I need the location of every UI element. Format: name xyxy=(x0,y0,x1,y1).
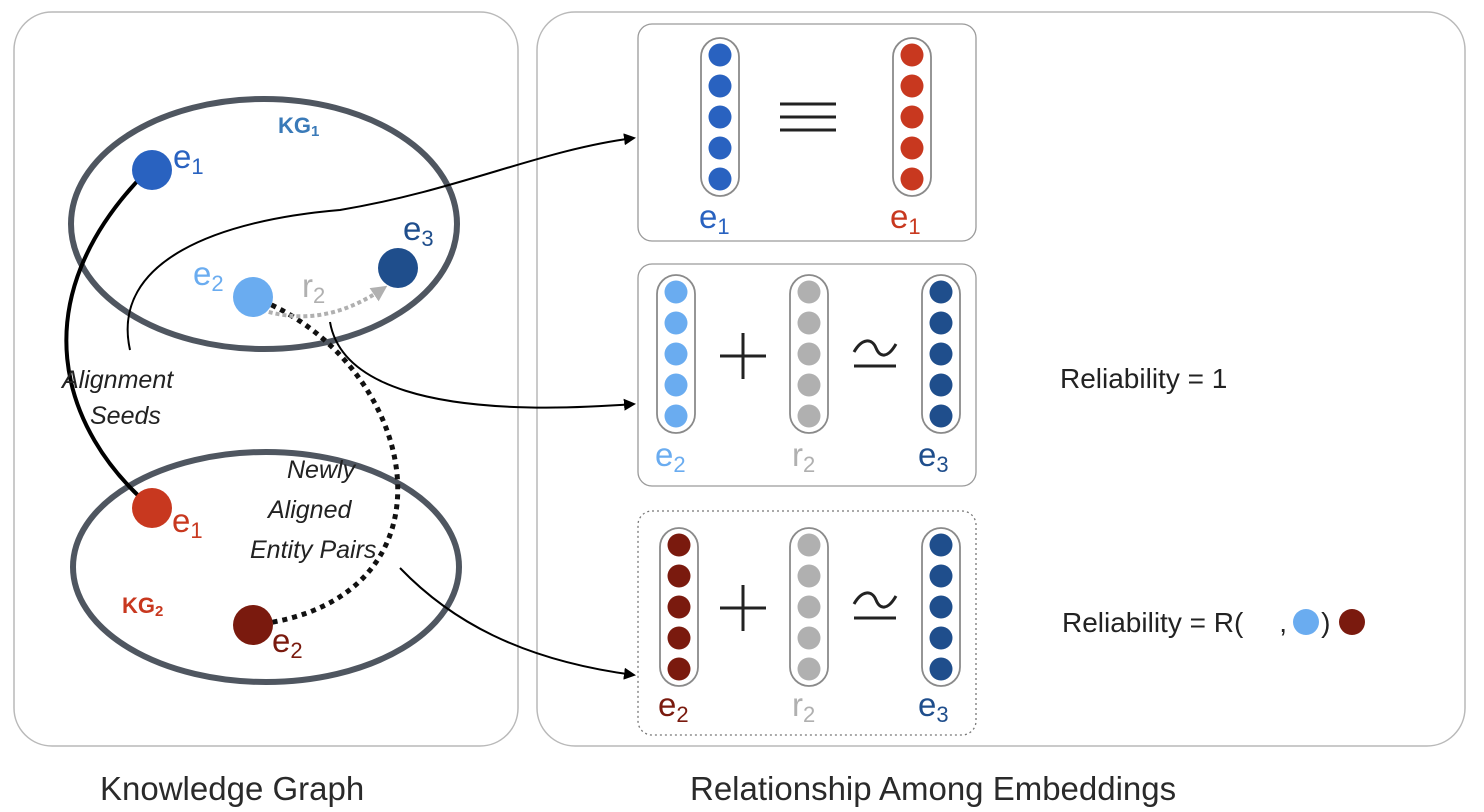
kg1-entity-e1-node xyxy=(132,150,172,190)
vector-kg1-e2-row2-dot xyxy=(664,280,688,304)
vector-e3-row2-dot xyxy=(929,404,953,428)
kg1-ellipse xyxy=(68,96,460,352)
vector-e3-row3-dot xyxy=(929,595,953,619)
emb-e3-label-row2: e3 xyxy=(918,436,949,477)
kg1-r2-label: r2 xyxy=(302,267,325,308)
vector-r2-row2-dot xyxy=(797,311,821,335)
kg2-label: KG2 xyxy=(122,593,163,620)
vector-kg1-e2-row2-dot xyxy=(664,404,688,428)
approx-symbol-row2 xyxy=(852,339,898,368)
vector-kg1-e1-dot xyxy=(708,43,732,67)
kg1-entity-e2-node xyxy=(233,277,273,317)
vector-e3-row3-dot xyxy=(929,626,953,650)
caption-relationship-embeddings: Relationship Among Embeddings xyxy=(690,770,1176,807)
vector-e3-row2-dot xyxy=(929,280,953,304)
kg1-label: KG1 xyxy=(278,113,319,140)
alignment-seed-link xyxy=(64,170,154,510)
vector-r2-row2-dot xyxy=(797,404,821,428)
caption-knowledge-graph: Knowledge Graph xyxy=(100,770,364,807)
kg2-e2-label: e2 xyxy=(272,622,303,663)
alignment-seeds-line2: Seeds xyxy=(90,402,161,430)
vector-r2-row3-dot xyxy=(797,657,821,681)
kg2-e1-label: e1 xyxy=(172,502,203,543)
vector-r2-row3-dot xyxy=(797,595,821,619)
vector-r2-row2-dot xyxy=(797,373,821,397)
emb-kg2-e1-label: e1 xyxy=(890,198,921,239)
knowledge-graph-panel xyxy=(13,11,519,747)
emb-kg1-e1-label: e1 xyxy=(699,198,730,239)
vector-r2-row2-dot xyxy=(797,342,821,366)
vector-kg2-e2-row3-dot xyxy=(667,626,691,650)
arrow-to-box-2 xyxy=(329,321,636,411)
equivalence-symbol xyxy=(780,102,836,132)
vector-e3-row3-dot xyxy=(929,564,953,588)
emb-kg2-e2-label: e2 xyxy=(658,686,689,727)
newly-aligned-line2: Aligned xyxy=(266,496,352,524)
arrow-to-box-3 xyxy=(399,567,636,680)
emb-e3-label-row3: e3 xyxy=(918,686,949,727)
emb-r2-label-row2: r2 xyxy=(792,436,815,477)
vector-kg1-e1-dot xyxy=(708,105,732,129)
emb-kg1-e2-label: e2 xyxy=(655,436,686,477)
vector-kg2-e1-dot xyxy=(900,43,924,67)
vector-r2-row2-dot xyxy=(797,280,821,304)
vector-r2-row3-dot xyxy=(797,533,821,557)
emb-r2-label-row3: r2 xyxy=(792,686,815,727)
alignment-seeds-line1: Alignment xyxy=(60,366,174,394)
vector-e3-row3-dot xyxy=(929,533,953,557)
vector-dots-group xyxy=(664,43,953,681)
relation-r2-arrow xyxy=(261,285,388,319)
vector-r2-row3-dot xyxy=(797,564,821,588)
vector-e3-row2-dot xyxy=(929,311,953,335)
vector-kg2-e1-dot xyxy=(900,167,924,191)
vector-e3-row3-dot xyxy=(929,657,953,681)
reliability-kg2-e2-dot xyxy=(1339,609,1365,635)
vector-kg2-e1-dot xyxy=(900,136,924,160)
kg2-entity-e1-node xyxy=(132,488,172,528)
vector-kg1-e1-dot xyxy=(708,167,732,191)
vector-kg2-e2-row3-dot xyxy=(667,533,691,557)
vector-e3-row2-dot xyxy=(929,342,953,366)
kg1-e2-label: e2 xyxy=(193,255,224,296)
reliability-kg1-e2-dot xyxy=(1293,609,1319,635)
newly-aligned-line3: Entity Pairs xyxy=(250,536,376,564)
vector-kg2-e1-dot xyxy=(900,74,924,98)
vector-kg2-e1-dot xyxy=(900,105,924,129)
vector-r2-row3-dot xyxy=(797,626,821,650)
vector-kg1-e2-row2-dot xyxy=(664,373,688,397)
newly-aligned-line1: Newly xyxy=(287,456,357,484)
approx-symbol-row3 xyxy=(852,591,898,620)
vector-e3-row2-dot xyxy=(929,373,953,397)
kg1-e3-label: e3 xyxy=(403,210,434,251)
vector-kg2-e2-row3-dot xyxy=(667,564,691,588)
plus-symbol-row2 xyxy=(720,333,766,379)
vector-kg2-e2-row3-dot xyxy=(667,595,691,619)
newly-aligned-link xyxy=(252,294,401,628)
reliability-row3: Reliability = R(,) xyxy=(1062,607,1330,638)
kg1-e1-label: e1 xyxy=(173,138,204,179)
kg1-entity-e3-node xyxy=(378,248,418,288)
vector-kg1-e1-dot xyxy=(708,74,732,98)
plus-symbol-row3 xyxy=(720,585,766,631)
reliability-row2: Reliability = 1 xyxy=(1060,363,1227,394)
vector-kg1-e2-row2-dot xyxy=(664,311,688,335)
vector-kg1-e2-row2-dot xyxy=(664,342,688,366)
arrow-to-box-1 xyxy=(126,133,636,351)
kg2-ellipse xyxy=(70,449,462,685)
vector-kg1-e1-dot xyxy=(708,136,732,160)
vector-kg2-e2-row3-dot xyxy=(667,657,691,681)
kg2-entity-e2-node xyxy=(233,605,273,645)
